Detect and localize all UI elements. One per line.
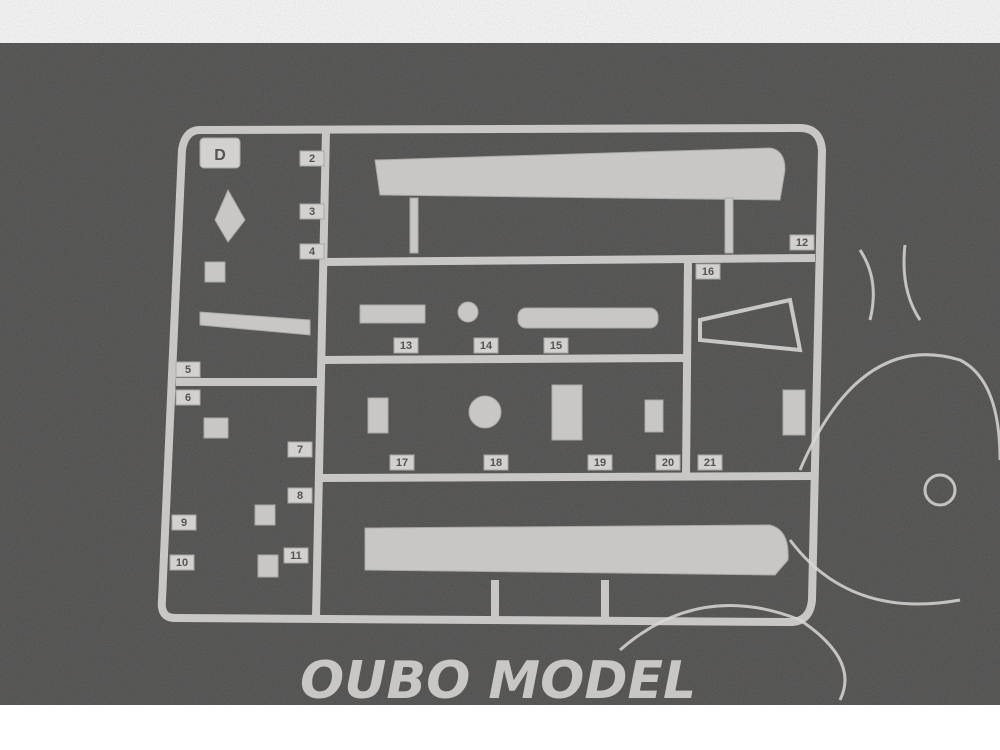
part-barrel: [517, 307, 659, 329]
part-number-tags: 2 3 4 5 6 7 8 9 10 11 12 13 14 15 16 17 …: [169, 150, 815, 571]
part-upper-track: [374, 147, 786, 201]
part-number: 13: [400, 340, 412, 352]
part-chain: [199, 311, 311, 336]
part-small-1: [204, 261, 226, 283]
part-small-3: [254, 504, 276, 526]
part-number: 16: [702, 266, 714, 278]
part-number: 5: [185, 364, 191, 376]
part-13: [359, 304, 426, 324]
part-small-2: [203, 417, 229, 439]
part-18: [468, 395, 502, 429]
part-number: 2: [309, 153, 315, 165]
part-number: 19: [594, 457, 606, 469]
part-number: 15: [550, 340, 562, 352]
part-number: 20: [662, 457, 674, 469]
part-number: 14: [480, 340, 493, 352]
part-number: 21: [704, 457, 716, 469]
part-support-right: [724, 197, 734, 254]
watermark-text: OUBO MODEL: [300, 651, 696, 711]
sprue-letter: D: [214, 147, 226, 164]
sprue-letter-tag: D: [199, 137, 241, 169]
part-bell: [214, 188, 246, 243]
part-number: 11: [290, 550, 302, 562]
part-number: 17: [396, 457, 408, 469]
part-number: 12: [796, 237, 808, 249]
bottom-border: [0, 705, 1000, 750]
part-number: 18: [490, 457, 502, 469]
watermark-logo: [619, 244, 1000, 701]
part-number: 9: [181, 517, 187, 529]
sprue-parts: [199, 147, 806, 578]
part-number: 10: [176, 557, 188, 569]
part-14: [457, 301, 479, 323]
part-20: [644, 399, 664, 433]
part-number: 7: [297, 444, 303, 456]
part-19: [551, 384, 583, 441]
part-lower-track: [364, 524, 789, 576]
part-support-left: [409, 197, 419, 254]
part-frame-rack: [698, 297, 803, 353]
part-number: 8: [297, 490, 303, 502]
part-number: 6: [185, 392, 191, 404]
part-17: [367, 397, 389, 434]
part-21: [782, 389, 806, 436]
part-number: 4: [309, 246, 316, 258]
part-number: 3: [309, 206, 315, 218]
part-small-4: [257, 554, 279, 578]
carpet-texture: [0, 43, 1000, 705]
